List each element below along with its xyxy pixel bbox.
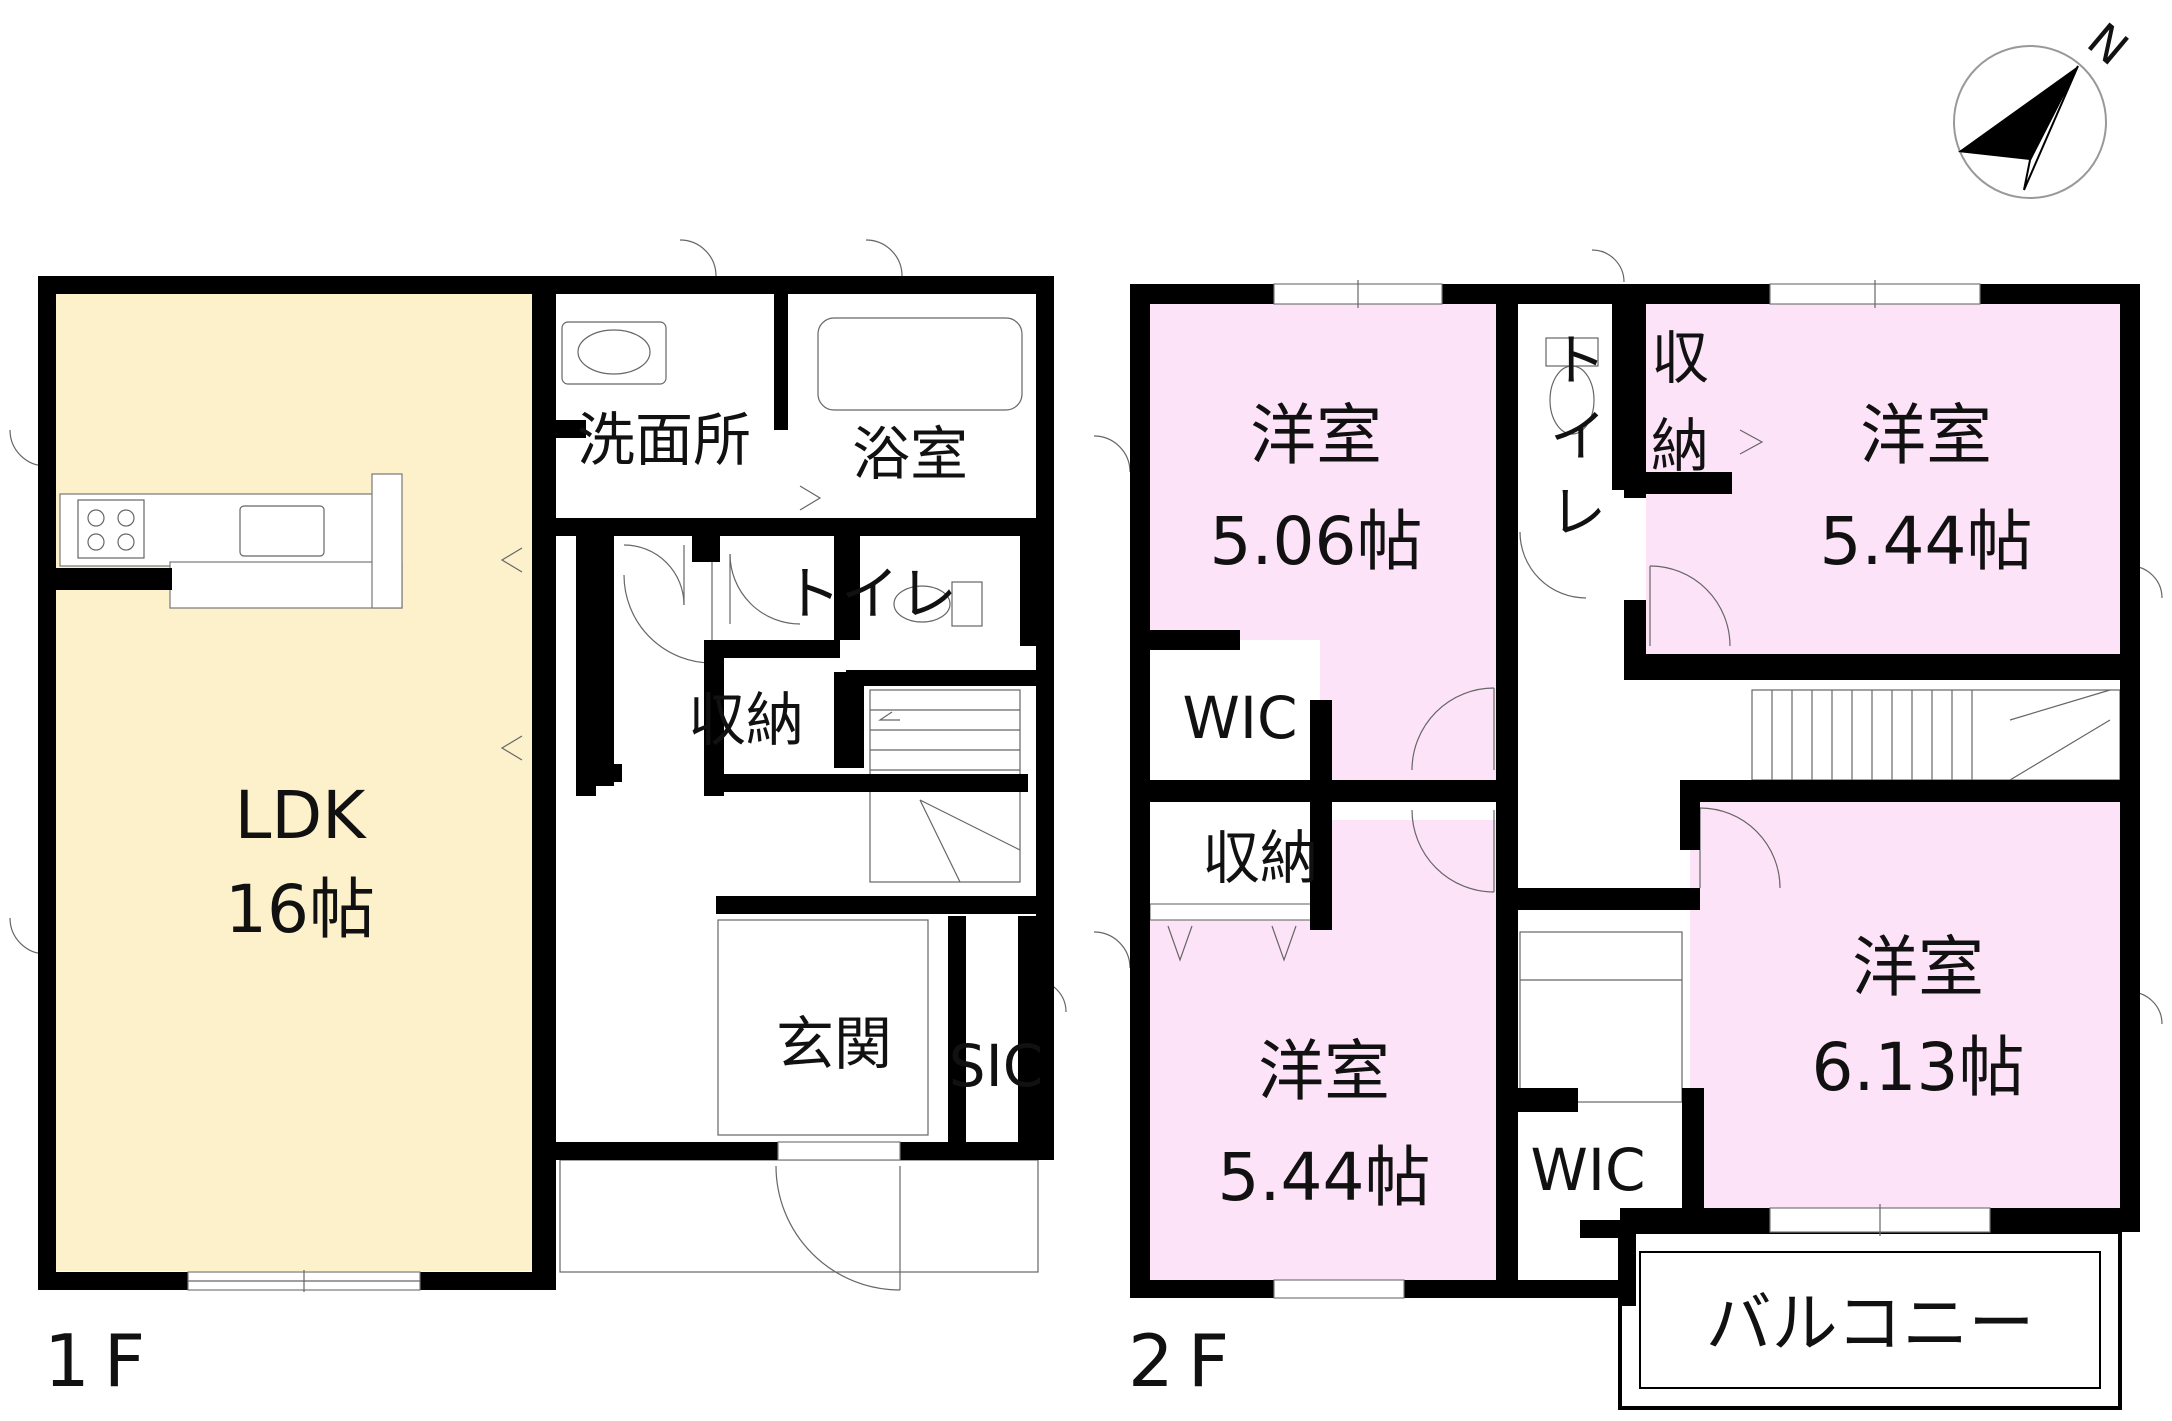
toilet-char-2: イ	[1550, 405, 1606, 470]
bedroom-se-size: 6.13帖	[1812, 1029, 2025, 1106]
sink-icon	[239, 505, 325, 557]
ldk-fill	[54, 294, 544, 1271]
ldk-label: LDK	[235, 777, 368, 854]
washroom-label: 洗面所	[577, 406, 751, 474]
toilet-label-1f: トイレ	[783, 560, 957, 628]
floor-1-label: 1F	[44, 1319, 159, 1403]
entrance-label: 玄関	[776, 1010, 892, 1078]
sic-label: SIC	[949, 1032, 1043, 1100]
floor-2: 洋室 5.06帖 洋室 5.44帖 洋室 5.44帖 洋室 6.13帖 WIC …	[1093, 249, 2163, 1410]
north-arrow-icon	[1958, 66, 2078, 160]
storage-right-char-1: 収	[1651, 324, 1709, 392]
bedroom-se-label: 洋室	[1852, 929, 1984, 1006]
toilet-char-1: ト	[1550, 329, 1606, 394]
bedroom-se-fill	[1690, 800, 2120, 1208]
toilet-icon	[893, 585, 951, 623]
bedroom-nw-label: 洋室	[1250, 397, 1382, 474]
bedroom-ne-size: 5.44帖	[1820, 503, 2033, 580]
bedroom-ne-label: 洋室	[1860, 397, 1992, 474]
stove-icon	[77, 499, 145, 559]
bath-label: 浴室	[852, 420, 968, 488]
compass-north-label: N	[2077, 12, 2138, 75]
bedroom-nw-size: 5.06帖	[1210, 503, 1423, 580]
wic-upper-label: WIC	[1183, 684, 1298, 752]
wic-lower-label: WIC	[1531, 1136, 1646, 1204]
storage-right-char-2: 納	[1651, 412, 1709, 480]
storage-left-label: 収納	[1202, 824, 1318, 892]
kitchen-counter	[59, 473, 403, 609]
bathtub-icon	[817, 317, 1023, 411]
toilet-char-3: レ	[1550, 481, 1606, 546]
toilet-icon-2f	[1549, 365, 1595, 435]
bedroom-sw-size: 5.44帖	[1218, 1139, 1431, 1216]
bedroom-sw-label: 洋室	[1258, 1033, 1390, 1110]
washbasin-icon	[561, 321, 667, 385]
stairs-2f	[1751, 689, 2121, 781]
floor-2-label: 2F	[1128, 1319, 1243, 1403]
compass: N	[1953, 12, 2139, 199]
floor-1: LDK 16帖 洗面所 浴室 トイレ 収納 玄関 SIC 1F	[9, 239, 1067, 1403]
balcony-label: バルコニー	[1706, 1285, 2035, 1362]
storage-label-1f: 収納	[688, 686, 804, 754]
balcony-area	[1618, 1230, 2122, 1410]
ldk-size-label: 16帖	[225, 871, 375, 948]
